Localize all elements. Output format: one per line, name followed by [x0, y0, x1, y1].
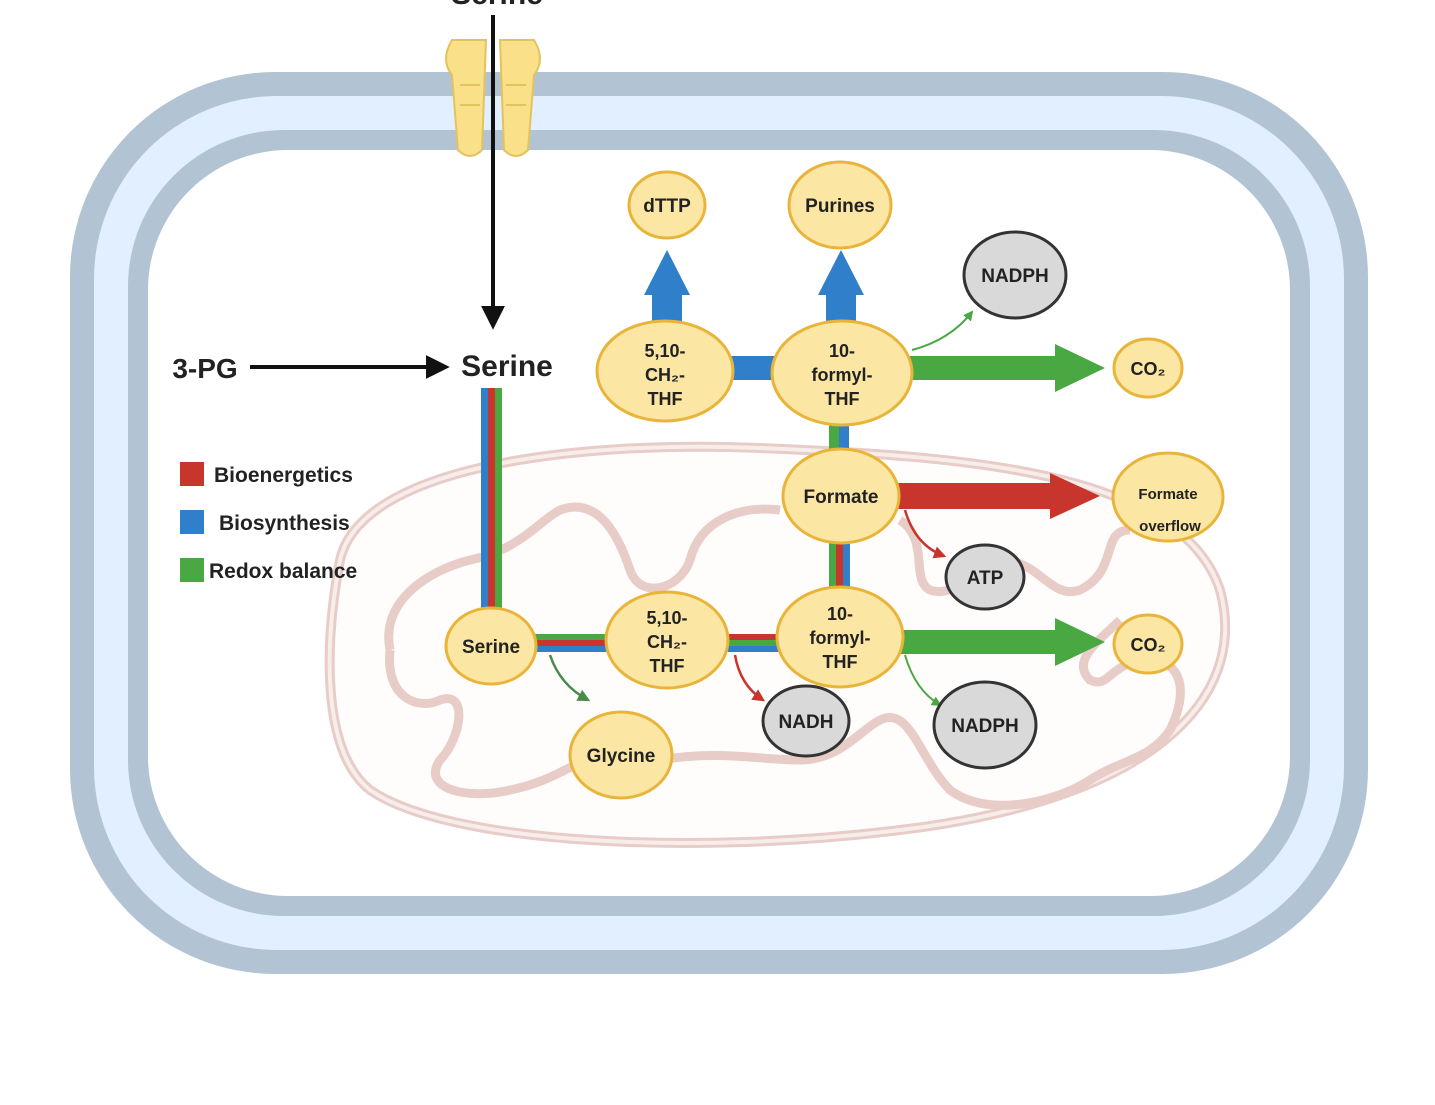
legend-swatch-redox-balance [180, 558, 204, 582]
nadph-cyto-arrow [911, 310, 974, 351]
dttp-label: dTTP [643, 196, 691, 217]
formyl-cyto-line1: 10- [829, 341, 855, 361]
node-formate: Formate [781, 447, 901, 545]
co2-cytosol-label: CO₂ [1131, 359, 1166, 379]
node-glycine: Glycine [568, 710, 674, 800]
mito-co2-arrow [895, 618, 1105, 666]
serine-mito-label: Serine [462, 637, 520, 658]
formate-overflow-line2: overflow [1139, 518, 1201, 535]
3pg-label: 3-PG [172, 353, 237, 384]
legend-swatch-biosynthesis [180, 510, 204, 534]
methylene-cyto-line3: THF [648, 389, 683, 409]
glycine-label: Glycine [587, 746, 656, 767]
node-co2-mito: CO₂ [1112, 613, 1184, 675]
formate-overflow-arrow [895, 473, 1100, 519]
atp-arrow [903, 509, 947, 559]
node-nadh: NADH [761, 684, 851, 758]
dttp-synthesis-arrow [644, 250, 690, 328]
formyl-mito-line1: 10- [827, 604, 853, 624]
legend-label-biosynthesis: Biosynthesis [219, 512, 350, 535]
node-atp: ATP [944, 543, 1026, 611]
node-formyl-thf-mito: 10- formyl- THF [775, 585, 905, 689]
nadph-mito-arrow [904, 654, 942, 707]
node-methylene-thf-cytosol: 5,10- CH₂- THF [595, 319, 735, 423]
node-serine-mito: Serine [444, 606, 538, 686]
node-co2-cytosol: CO₂ [1112, 337, 1184, 399]
legend: Bioenergetics Biosynthesis Redox balance [180, 462, 357, 583]
purines-label: Purines [805, 196, 875, 217]
node-dttp: dTTP [627, 170, 707, 240]
legend-label-bioenergetics: Bioenergetics [214, 464, 353, 487]
nadph-mito-label: NADPH [951, 716, 1019, 737]
nadh-arrow [733, 654, 766, 702]
nadh-label: NADH [779, 712, 834, 733]
methylene-cyto-line2: CH₂- [645, 365, 685, 385]
serine-transport-line [481, 388, 502, 613]
methylene-mito-line3: THF [650, 656, 685, 676]
node-purines: Purines [787, 160, 893, 250]
node-methylene-thf-mito: 5,10- CH₂- THF [604, 590, 730, 690]
mito-flux-lines [535, 634, 780, 652]
legend-label-redox-balance: Redox balance [209, 560, 357, 583]
formate-overflow-line1: Formate [1138, 486, 1197, 503]
node-nadph-cytosol: NADPH [962, 230, 1068, 320]
formyl-cyto-line2: formyl- [811, 365, 872, 385]
node-formate-overflow: Formate overflow [1111, 451, 1225, 543]
node-nadph-mito: NADPH [932, 680, 1038, 770]
methylene-mito-line1: 5,10- [646, 608, 687, 628]
node-formyl-thf-cytosol: 10- formyl- THF [770, 319, 914, 427]
methylene-cyto-line1: 5,10- [644, 341, 685, 361]
extracellular-serine-label: Serine [451, 0, 543, 11]
legend-swatch-bioenergetics [180, 462, 204, 486]
cyto-co2-arrow [905, 344, 1105, 392]
formyl-formate-line [829, 422, 849, 452]
cytosolic-serine-label: Serine [461, 350, 553, 383]
methylene-mito-line2: CH₂- [647, 632, 687, 652]
atp-label: ATP [967, 568, 1004, 589]
nadph-cytosol-label: NADPH [981, 266, 1049, 287]
formate-mito-line [829, 540, 850, 590]
formyl-mito-line2: formyl- [809, 628, 870, 648]
serine-transporter [445, 39, 541, 157]
formate-label: Formate [804, 487, 879, 508]
formyl-mito-line3: THF [823, 652, 858, 672]
purine-synthesis-arrow [818, 250, 864, 328]
glycine-arrow [548, 654, 591, 702]
co2-mito-label: CO₂ [1131, 635, 1166, 655]
formyl-cyto-line3: THF [825, 389, 860, 409]
